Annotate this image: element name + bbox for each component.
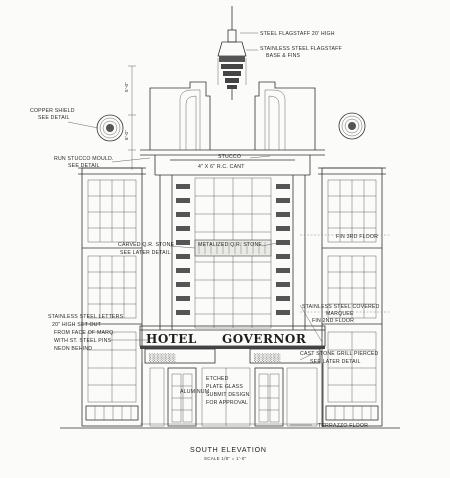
- copper-shield-right: [338, 112, 366, 140]
- label-carved-2: SEE LATER DETAIL: [120, 250, 171, 256]
- label-stucco-1: STUCCO: [218, 154, 241, 160]
- label-terrazzo: TERRAZZO FLOOR: [318, 423, 368, 429]
- marquee: [139, 325, 326, 364]
- label-letters-5: NEON BEHIND: [54, 346, 92, 352]
- copper-shield-left: [96, 114, 124, 142]
- metalized-stone-left: [176, 184, 190, 315]
- left-wing: [78, 167, 146, 427]
- label-stucco-mould-1: RUN STUCCO MOULD.: [54, 156, 114, 162]
- label-letters-2: 20" HIGH SET OUT: [52, 322, 102, 328]
- label-stucco-2: 4" X 6" R.C. CANT: [198, 164, 245, 170]
- label-letters-3: FROM FACE OF MARQ.: [54, 330, 115, 336]
- label-stainless-covered-1: STAINLESS STEEL COVERED: [302, 304, 380, 310]
- dim-5ft: 5'-0": [124, 82, 129, 92]
- label-etched-3: SUBMIT DESIGN: [206, 392, 249, 398]
- label-aluminum: ALUMINUM: [180, 389, 209, 395]
- marquee-panel-left-text: ░░░░░: [149, 353, 176, 362]
- label-floor-2: FIN 2ND FLOOR: [312, 318, 354, 324]
- label-flagstaff: STEEL FLAGSTAFF 20' HIGH: [260, 31, 335, 37]
- metalized-stone-right: [276, 184, 290, 315]
- marquee-panel-right-text: ░░░░░: [254, 353, 281, 362]
- storefront: [141, 363, 324, 427]
- leader-lines: [67, 32, 390, 426]
- dimension-left: 5'-0" 8'-0": [124, 65, 136, 170]
- label-cast-stone-1: CAST STONE GRILL PIERCED: [300, 351, 379, 357]
- label-floor-3: FIN 3RD FLOOR: [336, 234, 378, 240]
- label-letters-1: STAINLESS STEEL LETTERS: [48, 314, 124, 320]
- label-letters-4: WITH ST. STEEL PINS: [54, 338, 112, 344]
- label-etched-1: ETCHED: [206, 376, 229, 382]
- label-flagstaff-base-2: BASE & FINS: [266, 53, 301, 59]
- drawing-scale: SCALE 1/8" = 1'-0": [204, 456, 247, 461]
- label-etched-4: FOR APPROVAL: [206, 400, 248, 406]
- drawing-title: SOUTH ELEVATION: [190, 447, 267, 454]
- label-metalized: METALIZED Q.R. STONE: [198, 242, 262, 248]
- flagstaff: [217, 6, 247, 100]
- sign-governor: GOVERNOR: [222, 332, 307, 346]
- label-copper-1: COPPER SHIELD: [30, 108, 75, 114]
- label-copper-2: SEE DETAIL: [38, 115, 70, 121]
- label-cast-stone-2: SEE LATER DETAIL: [310, 359, 361, 365]
- labels: STEEL FLAGSTAFF 20' HIGH STAINLESS STEEL…: [30, 31, 380, 429]
- central-tower: [159, 175, 306, 330]
- label-stainless-covered-2: MARQUEE: [326, 311, 354, 317]
- label-flagstaff-base-1: STAINLESS STEEL FLAGSTAFF: [260, 46, 342, 52]
- label-stucco-mould-2: SEE DETAIL: [68, 163, 100, 169]
- label-carved-1: CARVED Q.R. STONE: [118, 242, 175, 248]
- right-wing: [318, 167, 386, 427]
- label-etched-2: PLATE GLASS: [206, 384, 243, 390]
- dim-8ft: 8'-0": [124, 130, 129, 140]
- sign-hotel: HOTEL: [146, 332, 197, 346]
- parapet: [140, 81, 325, 176]
